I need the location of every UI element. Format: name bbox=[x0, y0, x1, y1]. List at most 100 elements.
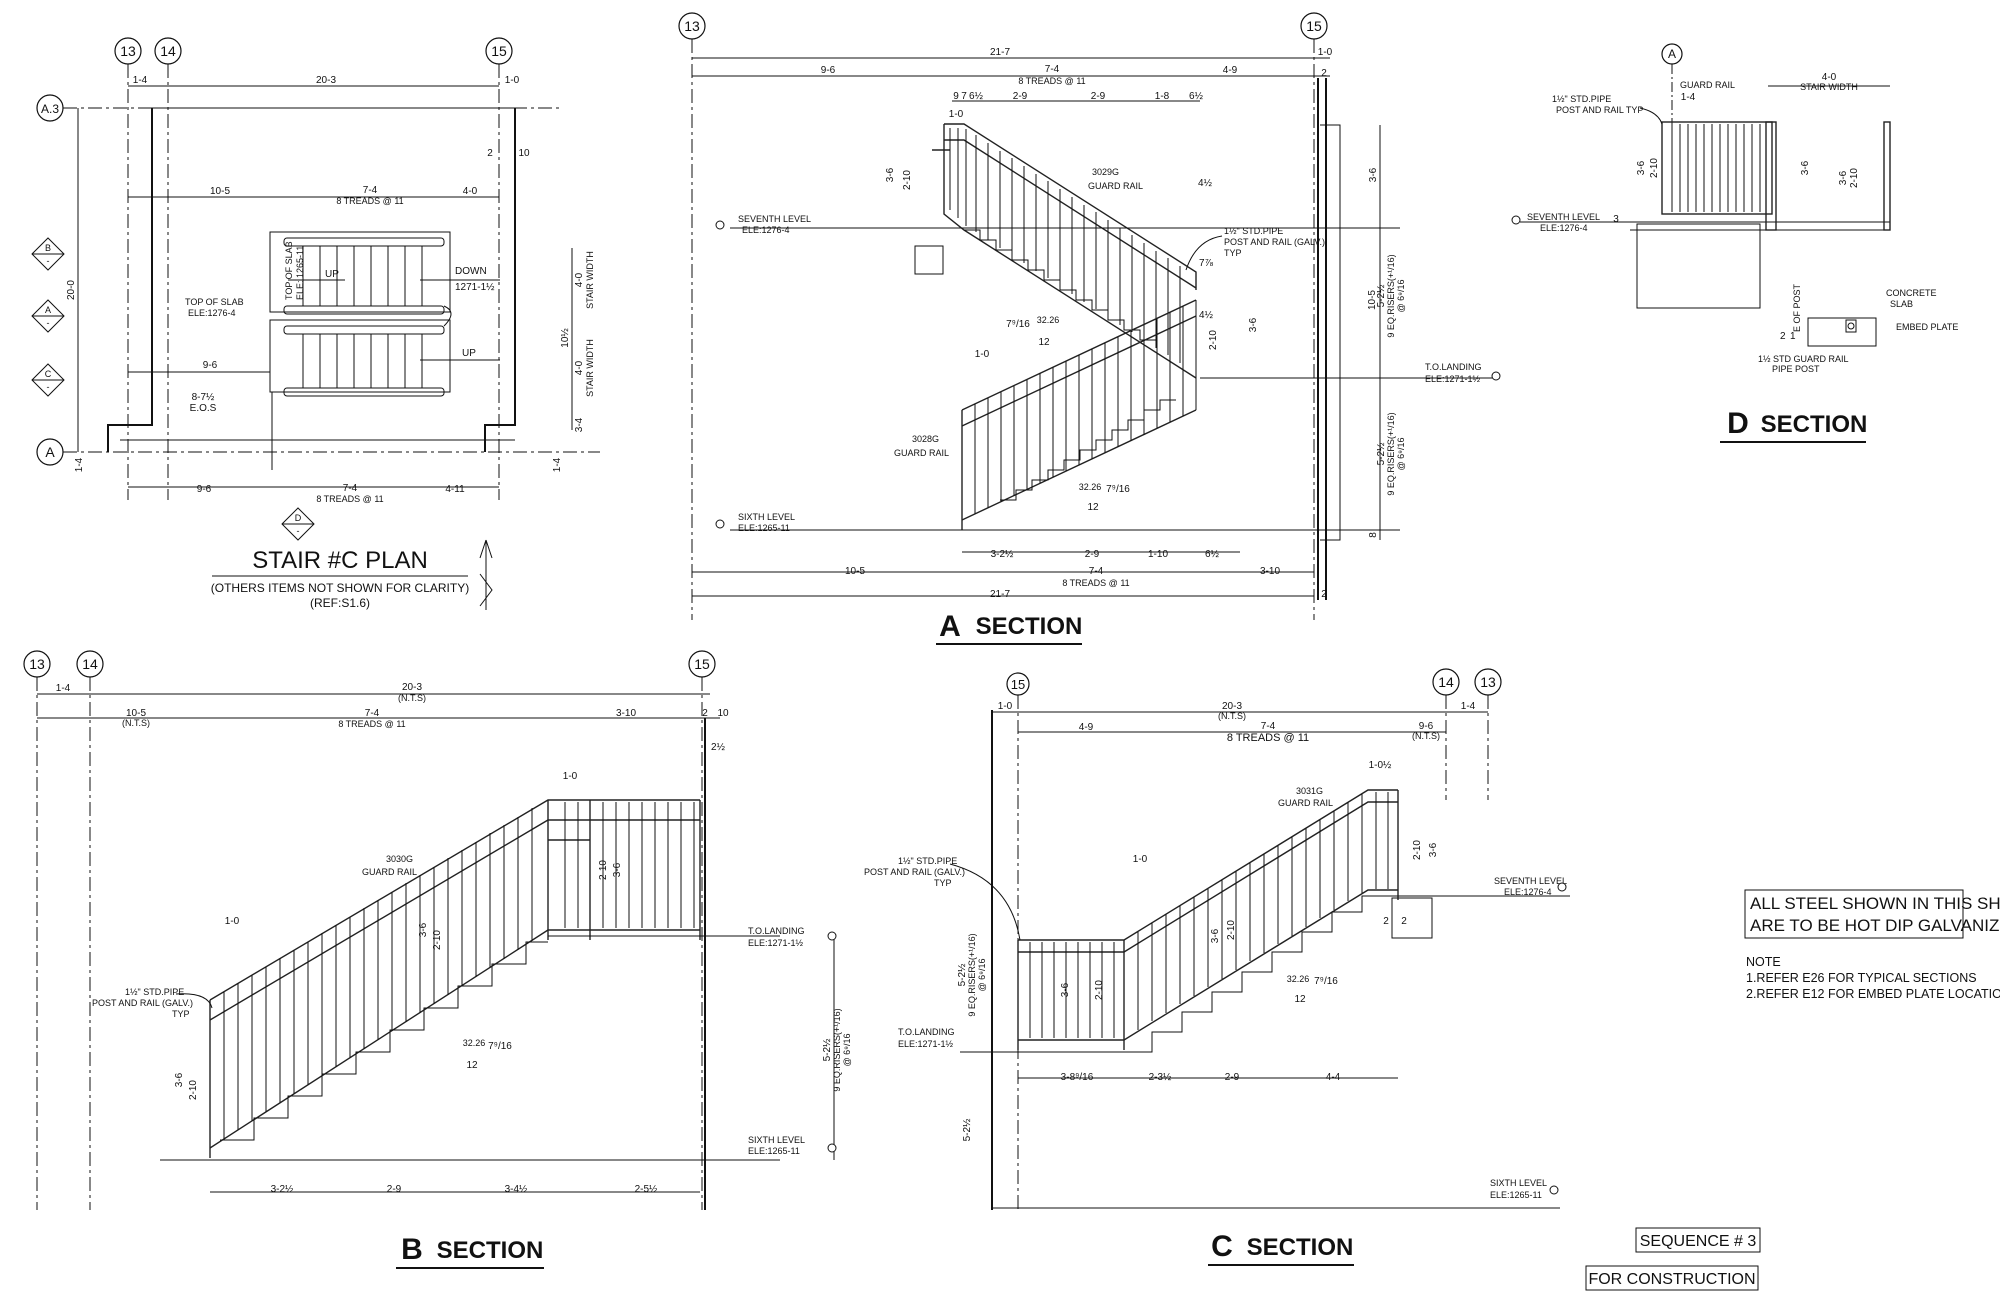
sequence-stamp: SEQUENCE # 3 bbox=[1640, 1233, 1757, 1250]
dim-text: 2-10 bbox=[1849, 168, 1860, 188]
dim-text: 3-10 bbox=[616, 708, 636, 719]
dim-text: 2-9 bbox=[1091, 91, 1106, 102]
dim-text: 2-3½ bbox=[1149, 1072, 1172, 1083]
section-marker-a: A - bbox=[31, 299, 65, 333]
seventh-level-label: SEVENTH LEVEL bbox=[738, 214, 811, 224]
dim-text: 10 bbox=[518, 148, 530, 159]
guard-rail-tag: 3031G bbox=[1296, 786, 1323, 796]
pitch-text: 32.26 bbox=[1287, 974, 1310, 984]
svg-text:-: - bbox=[297, 526, 300, 536]
dim-text: (N.T.S) bbox=[1218, 711, 1246, 721]
dim-text: 3-6 bbox=[612, 862, 623, 877]
dim-text: 10-5 bbox=[126, 708, 146, 719]
level-marker-icon bbox=[827, 931, 837, 941]
dim-text: 9 EQ.RISERS(+¹/16) bbox=[967, 933, 977, 1016]
post-right bbox=[1883, 121, 1891, 231]
level-marker-icon bbox=[715, 220, 725, 230]
seventh-level-label: SEVENTH LEVEL bbox=[1494, 876, 1567, 886]
dim-text: 4-4 bbox=[1326, 1072, 1341, 1083]
level-marker-icon bbox=[1511, 215, 1521, 225]
pipe-note: TYP bbox=[934, 878, 952, 888]
dim-text: 3-2½ bbox=[271, 1184, 294, 1195]
dim-text: STAIR WIDTH bbox=[585, 251, 595, 309]
grid-label-14: 14 bbox=[1438, 674, 1454, 690]
svg-text:D: D bbox=[295, 513, 302, 523]
dim-text: 3-6 bbox=[1428, 842, 1439, 857]
dim-text: 8 TREADS @ 11 bbox=[1227, 732, 1309, 744]
dim-text: 9-6 bbox=[197, 484, 212, 495]
dim-text: (N.T.S) bbox=[1412, 731, 1440, 741]
dim-text: 20-3 bbox=[316, 75, 336, 86]
dim-text: 2-10 bbox=[188, 1080, 199, 1100]
pitch-text: 7⁹/16 bbox=[1106, 484, 1130, 495]
beam bbox=[1391, 897, 1433, 939]
guard-rail-post-label: PIPE POST bbox=[1772, 364, 1820, 374]
section-b-letter: B bbox=[401, 1233, 423, 1266]
upper-guard-rail bbox=[944, 123, 1197, 290]
dim-text: 2-10 bbox=[598, 860, 609, 880]
guard-rail-bottom bbox=[209, 929, 700, 1149]
grid-label-14: 14 bbox=[160, 43, 176, 59]
dim-text: @ 6⁹/16 bbox=[842, 1033, 852, 1066]
dim-text: 3-6 bbox=[418, 922, 429, 937]
dim-text: 8-7½ bbox=[192, 392, 215, 403]
dim-text: 9 EQ.RISERS(+¹/16) bbox=[1386, 254, 1396, 337]
upper-treads bbox=[964, 229, 1156, 341]
dim-text: @ 6⁹/16 bbox=[1396, 437, 1406, 470]
handrail-mid-2 bbox=[283, 325, 445, 335]
dim-text: 9-6 bbox=[821, 65, 836, 76]
landing-label: T.O.LANDING bbox=[1425, 362, 1482, 372]
dim-text: 20-3 bbox=[402, 682, 422, 693]
dim-text: 21-7 bbox=[990, 47, 1010, 58]
dim-text: 4-11 bbox=[445, 484, 465, 495]
grid-label-15: 15 bbox=[1306, 18, 1322, 34]
level-marker-icon bbox=[827, 1143, 837, 1153]
pitch-text: 12 bbox=[1294, 994, 1306, 1005]
sixth-level-label: SIXTH LEVEL bbox=[738, 512, 795, 522]
dim-text: 3-6 bbox=[885, 167, 896, 182]
grid-label-15: 15 bbox=[694, 656, 710, 672]
handrail-upper bbox=[283, 237, 445, 247]
grid-label-a: A bbox=[45, 444, 55, 460]
guard-rail-tag: 3028G bbox=[912, 434, 939, 444]
top-of-slab-elevation-vertical: ELE: 1265-11 bbox=[295, 246, 305, 300]
dim-text: 21-7 bbox=[990, 589, 1010, 600]
guard-rail-top bbox=[209, 799, 700, 1021]
dim-text: 3-6 bbox=[1800, 160, 1811, 175]
dim-text: 2-9 bbox=[1013, 91, 1028, 102]
pitch-text: 7⁹/16 bbox=[1006, 319, 1030, 330]
up-label-2: UP bbox=[462, 348, 476, 359]
guard-rail-tag: 3029G bbox=[1092, 167, 1119, 177]
section-d-letter: D bbox=[1727, 407, 1749, 440]
dim-text: 3-6 bbox=[1636, 160, 1647, 175]
pitch-text: 12 bbox=[1087, 502, 1099, 513]
dim-text: 2-10 bbox=[902, 170, 913, 190]
dim-text: 4-0 bbox=[574, 272, 585, 287]
down-elevation: 1271-1½ bbox=[455, 282, 495, 293]
embed-plate-label: EMBED PLATE bbox=[1896, 322, 1958, 332]
grid-label-15: 15 bbox=[1011, 677, 1025, 692]
dim-text: 5-2½ bbox=[962, 1118, 973, 1141]
pitch-text: 12 bbox=[466, 1060, 478, 1071]
leader-line bbox=[175, 993, 213, 1009]
dim-text: @ 6⁹/16 bbox=[1396, 279, 1406, 312]
pipe-note: TYP bbox=[1224, 248, 1242, 258]
level-marker-icon bbox=[715, 519, 725, 529]
plan-title: STAIR #C PLAN bbox=[252, 547, 428, 574]
sixth-level-elevation: ELE:1265-11 bbox=[1490, 1190, 1542, 1200]
grid-label-13: 13 bbox=[1480, 674, 1496, 690]
svg-text:B: B bbox=[45, 243, 51, 253]
post bbox=[1765, 121, 1777, 231]
pipe-note: TYP bbox=[172, 1009, 190, 1019]
dim-text: 4-9 bbox=[1223, 65, 1238, 76]
dim-text: 3-6 bbox=[1248, 317, 1259, 332]
construction-box bbox=[1585, 1265, 1759, 1291]
dim-text: 2 bbox=[487, 148, 493, 159]
dim-text: 7-4 bbox=[343, 483, 358, 494]
stair-plan: 13 14 15 A.3 A 1-4 20-3 1-0 2 10 10-5 7-… bbox=[31, 37, 600, 610]
dim-text: 10-5 bbox=[210, 186, 230, 197]
dim-text: 7-4 bbox=[363, 185, 378, 196]
seventh-level-label: SEVENTH LEVEL bbox=[1527, 212, 1600, 222]
leader-line bbox=[1639, 107, 1663, 125]
